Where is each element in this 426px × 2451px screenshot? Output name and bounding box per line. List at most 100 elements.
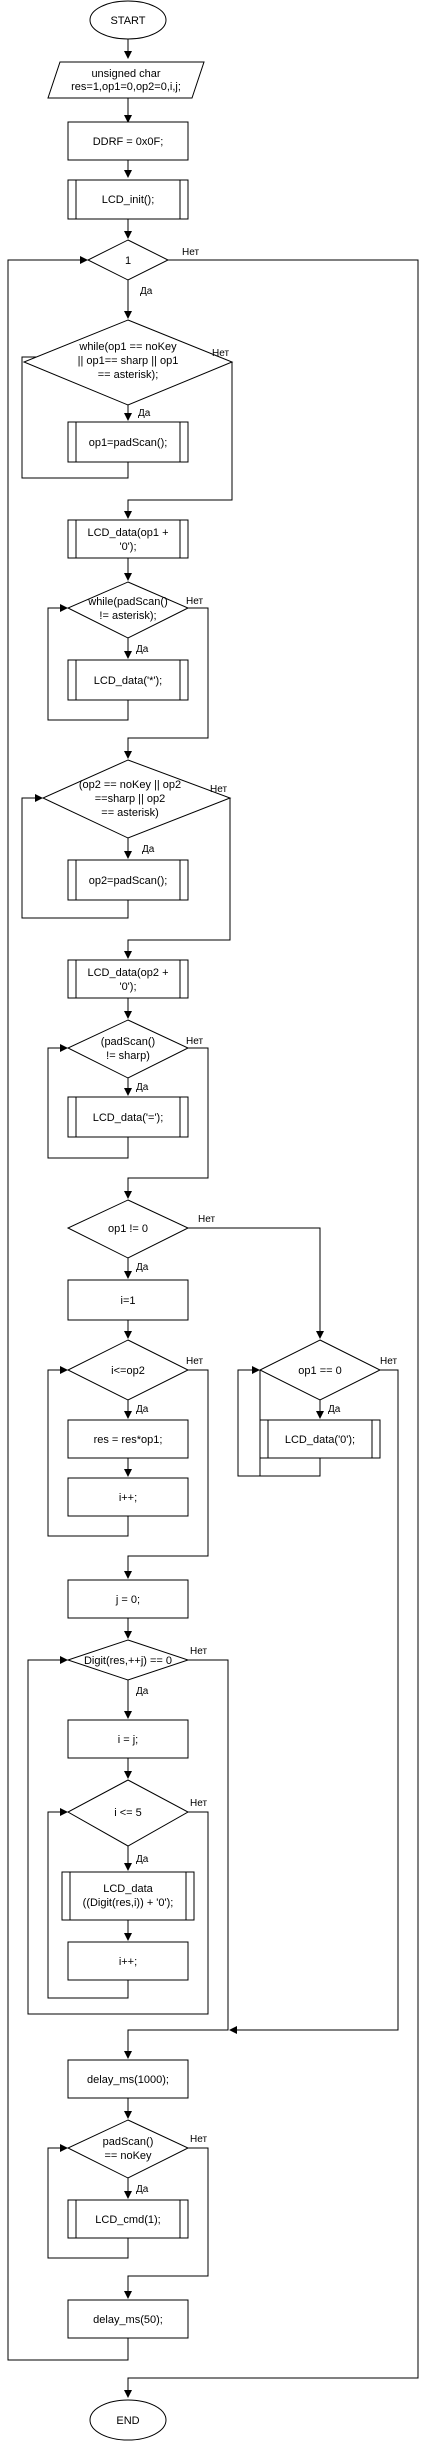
- vars-io: [47, 61, 205, 99]
- no-label-op1eq0: Нет: [380, 1356, 397, 1367]
- lcd-op1-subroutine: [67, 519, 189, 559]
- lcd-eq-subroutine: [67, 1096, 189, 1138]
- no-label-loop: Нет: [182, 247, 199, 258]
- delay1000-process: [67, 2059, 189, 2099]
- op2-scan-subroutine: [67, 859, 189, 901]
- lcd-op1-line2: '0');: [119, 541, 136, 553]
- yes-label-while1: Да: [138, 408, 151, 419]
- i-eq-j-process: [67, 1719, 189, 1759]
- lcd-digit-line1: LCD_data: [103, 1883, 153, 1895]
- i-le-5-decision: [66, 1779, 190, 1847]
- lcd-init-label: LCD_init();: [102, 194, 155, 206]
- digit-decision: [66, 1639, 190, 1681]
- i-le-op2-label: i<=op2: [111, 1365, 145, 1377]
- yes-label-while3: Да: [142, 844, 155, 855]
- lcd-zero-subroutine: [259, 1419, 381, 1459]
- i-inc2-process: [67, 1941, 189, 1981]
- yes-label-digit: Да: [136, 1686, 149, 1697]
- yes-label-loop: Да: [140, 286, 153, 297]
- no-label-op1ne0: Нет: [198, 1214, 215, 1225]
- op1-ne0-label: op1 != 0: [108, 1223, 148, 1235]
- while2-decision: [66, 581, 190, 639]
- shapes: [22, 0, 382, 2441]
- delay1000-label: delay_ms(1000);: [87, 2074, 169, 2086]
- lcd-cmd-subroutine: [67, 2199, 189, 2239]
- loop-decision: [86, 239, 170, 281]
- while2-line2: != asterisk);: [99, 610, 156, 622]
- i-eq-j-label: i = j;: [118, 1734, 138, 1746]
- op1-scan-subroutine: [67, 421, 189, 463]
- i-inc1-process: [67, 1477, 189, 1517]
- lcd-init-subroutine: [67, 179, 189, 220]
- yes-label-while4: Да: [136, 1082, 149, 1093]
- lcd-digit-subroutine: [61, 1871, 195, 1921]
- op2-scan-label: op2=padScan();: [89, 875, 168, 887]
- op1-eq0-label: op1 == 0: [298, 1365, 341, 1377]
- while1-line1: while(op1 == noKey: [78, 341, 177, 353]
- while1-decision: [22, 319, 234, 406]
- lcd-op2-line1: LCD_data(op2 +: [87, 967, 168, 979]
- no-label-iop2: Нет: [186, 1356, 203, 1367]
- while4-line1: (padScan(): [101, 1036, 155, 1048]
- end-label: END: [116, 2415, 139, 2427]
- while2-line1: while(padScan(): [87, 596, 167, 608]
- start-terminal: [89, 0, 167, 40]
- while4-decision: [66, 1019, 190, 1079]
- lcd-star-subroutine: [67, 659, 189, 701]
- no-label-while2: Нет: [186, 596, 203, 607]
- while3-line2: ==sharp || op2: [95, 793, 166, 805]
- lcd-op2-subroutine: [67, 959, 189, 999]
- j-eq-0-label: j = 0;: [115, 1594, 140, 1606]
- lcd-eq-label: LCD_data('=');: [93, 1112, 164, 1124]
- lcd-digit-line2: ((Digit(res,i)) + '0');: [83, 1897, 174, 1909]
- branch-labels: Да Нет Да Нет Да Нет Да Нет Да Нет Да Не…: [136, 247, 397, 2195]
- digit-cond-label: Digit(res,++j) == 0: [84, 1655, 172, 1667]
- yes-label-ile5: Да: [136, 1854, 149, 1865]
- yes-label-op1eq0: Да: [328, 1404, 341, 1415]
- yes-label-iop2: Да: [136, 1404, 149, 1415]
- while1-line2: || op1== sharp || op1: [78, 355, 179, 367]
- no-label-while3: Нет: [210, 784, 227, 795]
- no-label-digit: Нет: [190, 1646, 207, 1657]
- vars-line2: res=1,op1=0,op2=0,i,j;: [71, 81, 181, 93]
- lcd-op2-line2: '0');: [119, 981, 136, 993]
- while1-line3: == asterisk);: [98, 369, 159, 381]
- i-le-5-label: i <= 5: [114, 1807, 142, 1819]
- i-inc2-label: i++;: [119, 1956, 137, 1968]
- lcd-zero-label: LCD_data('0');: [285, 1434, 355, 1446]
- op1-scan-label: op1=padScan();: [89, 437, 168, 449]
- padscan-line1: padScan(): [103, 2136, 154, 2148]
- ddrf-process: [67, 121, 189, 161]
- i-le-op2-decision: [66, 1339, 190, 1401]
- i-inc1-label: i++;: [119, 1492, 137, 1504]
- padscan-line2: == noKey: [104, 2150, 152, 2162]
- no-label-padscan: Нет: [190, 2134, 207, 2145]
- start-label: START: [110, 15, 145, 27]
- i-eq-1-process: [67, 1279, 189, 1321]
- end-terminal: [89, 2399, 167, 2441]
- while3-line1: (op2 == noKey || op2: [79, 779, 181, 791]
- i-eq-1-label: i=1: [121, 1295, 136, 1307]
- lcd-op1-line1: LCD_data(op1 +: [87, 527, 168, 539]
- j-eq-0-process: [67, 1579, 189, 1619]
- connectors: [7, 39, 419, 2398]
- while3-decision: [41, 759, 232, 839]
- no-label-while1: Нет: [212, 348, 229, 359]
- no-label-while4: Нет: [186, 1036, 203, 1047]
- ddrf-label: DDRF = 0x0F;: [93, 136, 164, 148]
- yes-label-padscan: Да: [136, 2184, 149, 2195]
- delay50-label: delay_ms(50);: [93, 2314, 163, 2326]
- res-mul-label: res = res*op1;: [94, 1434, 163, 1446]
- op1-ne0-decision: [66, 1199, 190, 1259]
- yes-label-op1ne0: Да: [136, 1262, 149, 1273]
- yes-label-while2: Да: [136, 644, 149, 655]
- vars-line1: unsigned char: [91, 68, 160, 80]
- node-labels: START unsigned char res=1,op1=0,op2=0,i,…: [71, 15, 355, 2427]
- padscan-decision: [66, 2119, 190, 2179]
- delay50-process: [67, 2299, 189, 2339]
- while3-line3: == asterisk): [101, 807, 158, 819]
- op1-eq0-decision: [258, 1339, 382, 1401]
- while4-line2: != sharp): [106, 1050, 150, 1062]
- lcd-cmd-label: LCD_cmd(1);: [95, 2214, 160, 2226]
- loop-cond-label: 1: [125, 255, 131, 267]
